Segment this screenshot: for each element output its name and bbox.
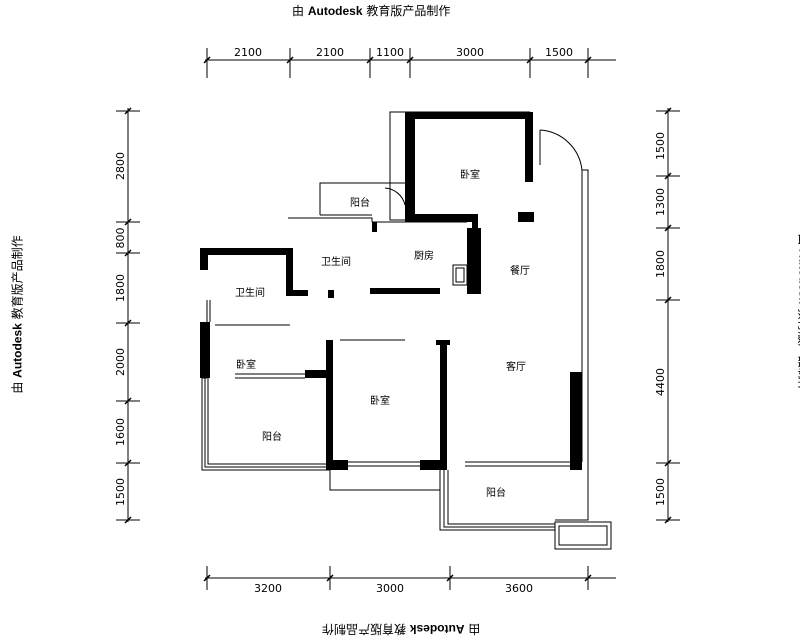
dim-left-6: 1500 bbox=[114, 478, 127, 506]
dim-left-1: 2800 bbox=[114, 152, 127, 180]
dim-top-4: 3000 bbox=[456, 46, 484, 59]
room-bedroom-top: 卧室 bbox=[460, 168, 480, 181]
room-living: 客厅 bbox=[506, 360, 526, 373]
thick-walls bbox=[200, 112, 582, 470]
room-balcony-right: 阳台 bbox=[486, 486, 506, 499]
dim-right-2: 1300 bbox=[654, 188, 667, 216]
dim-left-3: 1800 bbox=[114, 274, 127, 302]
room-balcony-left: 阳台 bbox=[262, 430, 282, 443]
dim-left-4: 2000 bbox=[114, 348, 127, 376]
dim-top-1: 2100 bbox=[234, 46, 262, 59]
room-bedroom-left: 卧室 bbox=[236, 358, 256, 371]
dimension-top bbox=[203, 48, 616, 78]
room-balcony-small: 阳台 bbox=[350, 196, 370, 209]
dim-bottom-3: 3600 bbox=[505, 582, 533, 595]
dimension-right bbox=[656, 107, 680, 524]
room-bathroom-center: 卫生间 bbox=[321, 255, 351, 268]
dim-bottom-1: 3200 bbox=[254, 582, 282, 595]
dim-right-1: 1500 bbox=[654, 132, 667, 160]
dimension-left bbox=[116, 107, 140, 524]
dim-right-4: 4400 bbox=[654, 368, 667, 396]
dimension-bottom bbox=[203, 566, 616, 590]
room-dining: 餐厅 bbox=[510, 264, 530, 277]
watermark-top: 由 Autodesk 教育版产品制作 bbox=[292, 4, 451, 18]
dim-right-3: 1800 bbox=[654, 250, 667, 278]
dim-bottom-2: 3000 bbox=[376, 582, 404, 595]
room-bathroom-left: 卫生间 bbox=[235, 286, 265, 299]
room-bedroom-middle: 卧室 bbox=[370, 394, 390, 407]
dim-right-5: 1500 bbox=[654, 478, 667, 506]
dim-top-5: 1500 bbox=[545, 46, 573, 59]
room-kitchen: 厨房 bbox=[414, 249, 434, 262]
dim-top-2: 2100 bbox=[316, 46, 344, 59]
dim-top-3: 1100 bbox=[376, 46, 404, 59]
dim-left-2: 800 bbox=[114, 228, 127, 249]
dim-left-5: 1600 bbox=[114, 418, 127, 446]
